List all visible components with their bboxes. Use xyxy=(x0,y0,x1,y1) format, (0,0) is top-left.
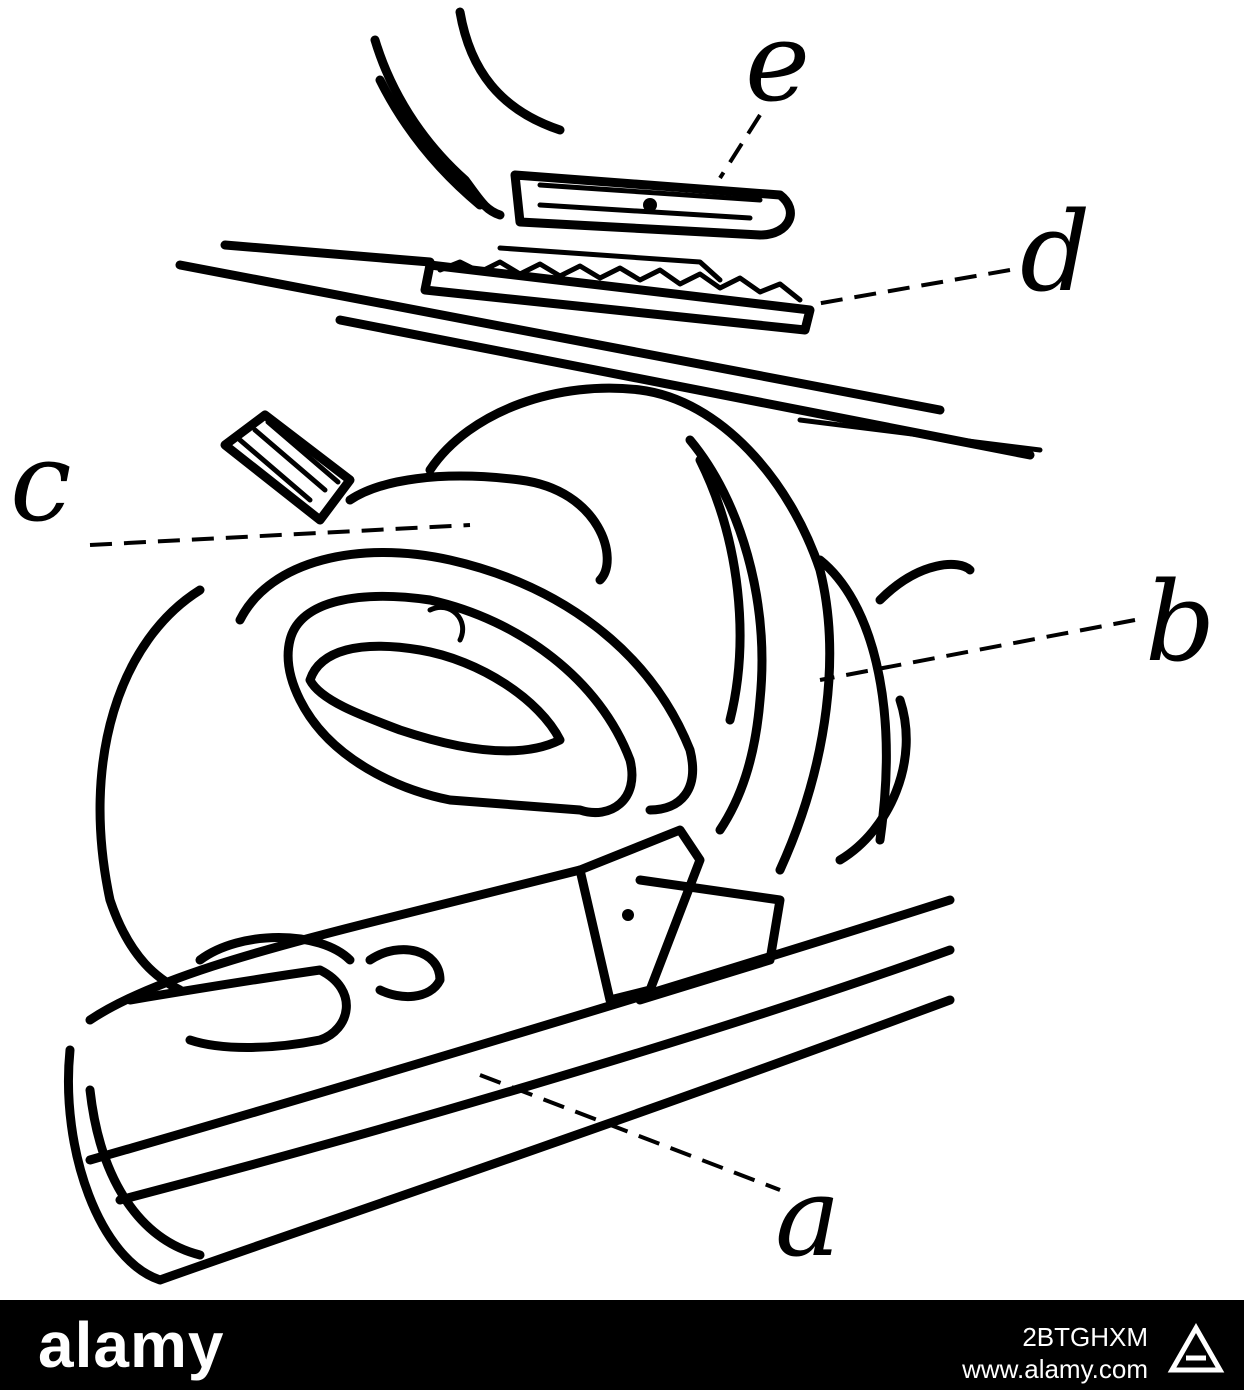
tension-screw xyxy=(220,410,612,585)
leader-line-e xyxy=(718,113,762,180)
a-mark-icon xyxy=(1167,1322,1225,1373)
brand-logo: alamy xyxy=(38,1309,225,1381)
leader-lines xyxy=(89,113,1136,1192)
diagram-canvas: e d c b a xyxy=(10,0,1216,1285)
leader-line-a xyxy=(479,1073,781,1192)
site-url: www.alamy.com xyxy=(962,1354,1148,1384)
label-e: e xyxy=(745,0,810,126)
label-b: b xyxy=(1145,558,1215,686)
label-c: c xyxy=(10,418,72,546)
leader-line-b xyxy=(819,618,1136,682)
needle-plate xyxy=(175,240,1043,460)
leader-line-d xyxy=(809,268,1011,307)
label-d: d xyxy=(1020,188,1090,316)
sewing-machine-shuttle-illustration: e d c b a xyxy=(10,0,1215,1285)
shuttle-carrier-base xyxy=(63,585,955,1285)
presser-foot xyxy=(370,7,795,240)
watermark-footer: alamy 2BTGHXM www.alamy.com xyxy=(0,1300,1244,1390)
image-id: 2BTGHXM xyxy=(1022,1322,1148,1352)
leader-line-c xyxy=(89,523,471,547)
feed-dog xyxy=(420,245,815,335)
bobbin-case xyxy=(235,548,698,818)
shuttle-body xyxy=(425,383,975,875)
label-a: a xyxy=(775,1153,841,1281)
